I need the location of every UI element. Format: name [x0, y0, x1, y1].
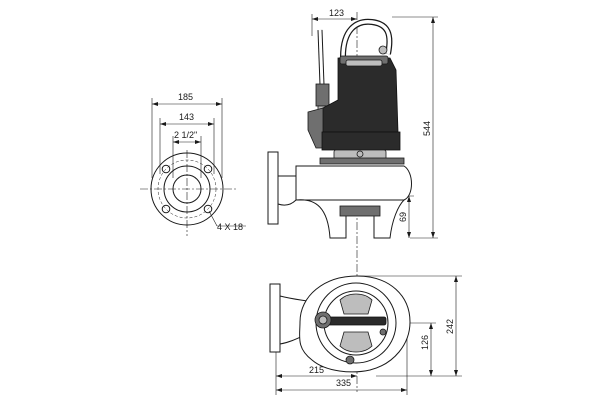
cable-gland [315, 83, 330, 107]
dim-total-height: 544 [422, 121, 432, 136]
bolt-hole [161, 164, 171, 174]
pump-side-view: 123 544 69 OIL [267, 8, 438, 392]
discharge-flange [267, 151, 279, 225]
dim-bolt-circle: 143 [179, 112, 194, 122]
bolt-hole [161, 204, 171, 214]
dim-inlet-offset: 215 [309, 365, 324, 375]
volute-casing [295, 165, 412, 201]
dim-overall-length: 335 [336, 378, 351, 388]
dim-overall-depth: 242 [445, 319, 455, 334]
dim-flange-diameter: 185 [178, 92, 193, 102]
dim-nominal-size: 2 1/2" [174, 130, 197, 140]
bolt-hole [203, 204, 213, 214]
pump-base [295, 199, 406, 239]
plan-discharge-flange [269, 283, 281, 353]
plan-handle [325, 316, 387, 326]
dim-top-width: 123 [329, 8, 344, 18]
flange-front-view: 185 143 2 1/2" 4 X 18 [140, 92, 246, 236]
motor-housing [322, 57, 399, 133]
pump-plan-view: 242 126 215 335 [269, 275, 462, 395]
shaft-housing [321, 131, 401, 151]
dim-base-height: 69 [398, 212, 408, 222]
dim-bolt-holes: 4 X 18 [217, 222, 243, 232]
bolt-hole [203, 164, 213, 174]
dim-center-depth: 126 [420, 335, 430, 350]
